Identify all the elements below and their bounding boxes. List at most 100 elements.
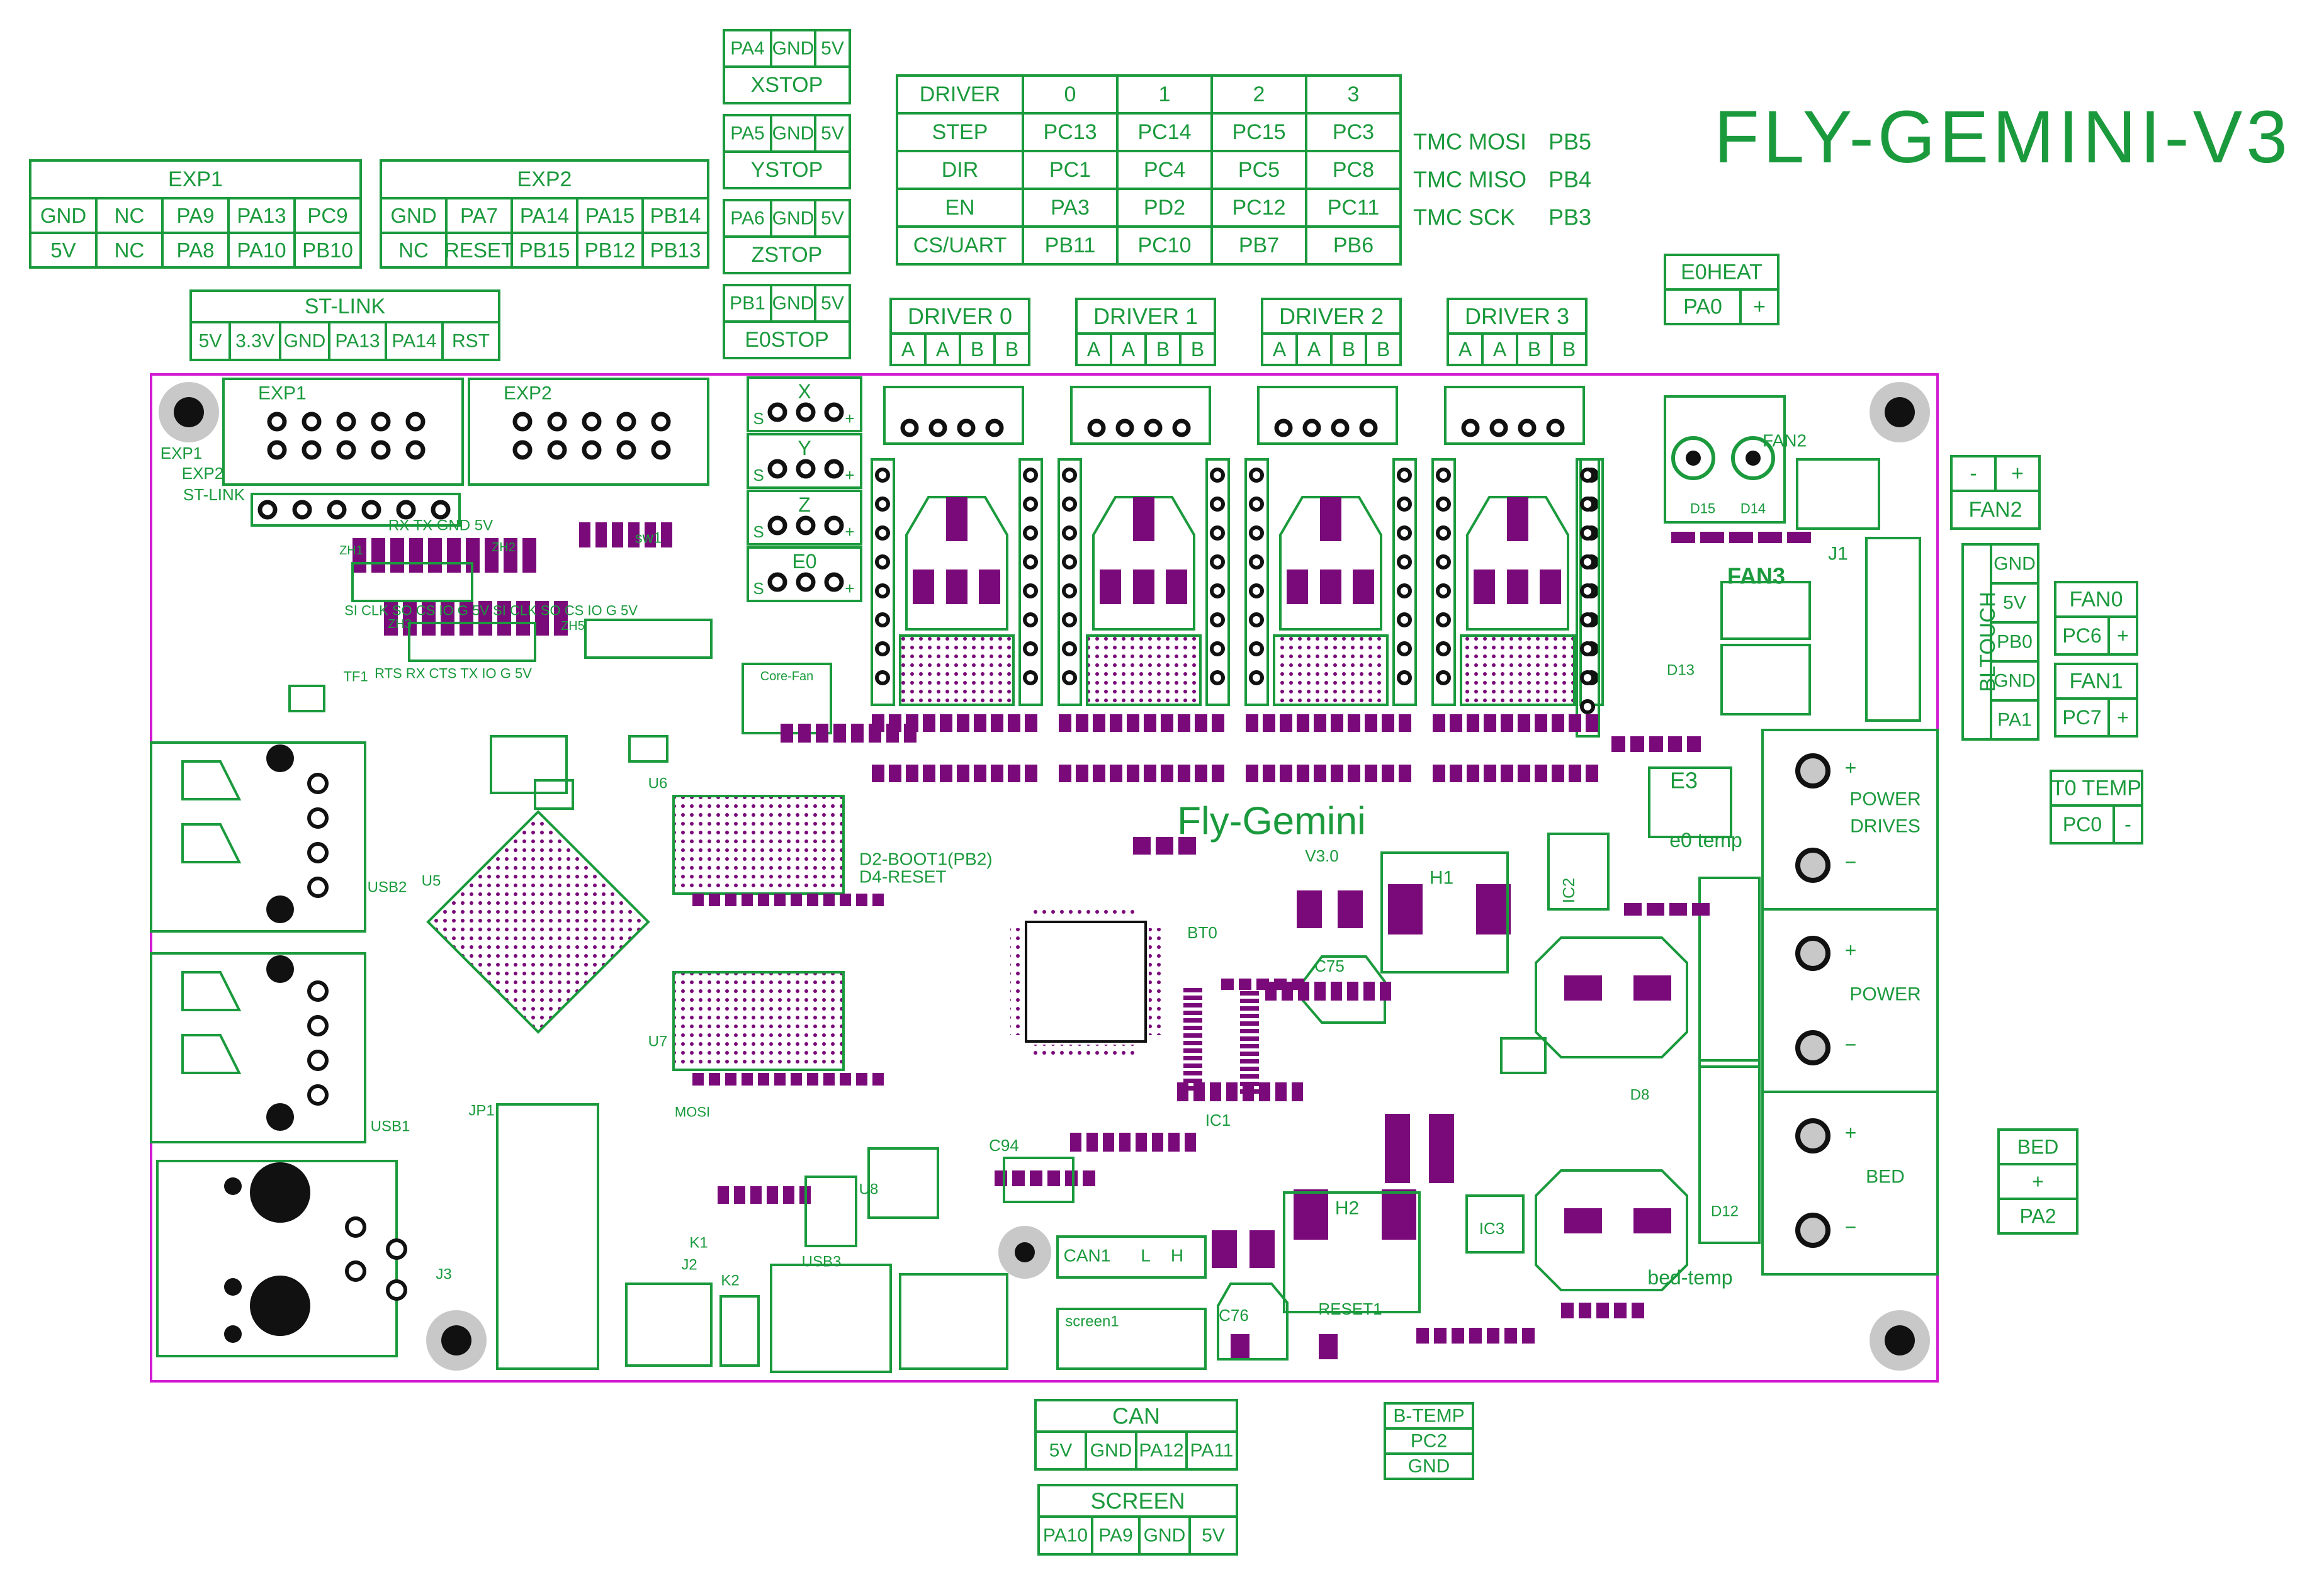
tmc-label: TMC MOSI (1413, 129, 1526, 155)
driver-box-title: DRIVER 3 (1465, 303, 1569, 329)
silk-plus: + (845, 522, 854, 541)
fan2-title-cell (1950, 490, 2041, 530)
silk-minus: − (1845, 1033, 1857, 1056)
driver-box-pin-cell (1365, 332, 1402, 366)
endstop-pin: GND (772, 293, 815, 314)
endstop-pin: GND (772, 208, 815, 229)
exp2-pin-cell (641, 232, 709, 269)
endstop-pin: GND (772, 123, 815, 144)
silk-board-can1-0: CAN1 (1064, 1246, 1111, 1266)
silk-plus: + (845, 579, 854, 598)
silk-board-d13: D13 (1667, 662, 1695, 679)
btemp-pin: GND (1408, 1456, 1450, 1477)
smd-outline (1003, 1157, 1075, 1203)
silk-minus: − (1845, 851, 1857, 873)
driver-table-cell: 1 (1159, 82, 1171, 106)
endstop-name: YSTOP (751, 158, 823, 182)
exp1-pin: PA10 (237, 239, 286, 262)
bltouch-pin: PA1 (1997, 710, 2031, 731)
bltouch-pin: GND (1994, 671, 2036, 692)
endstop-pin: 5V (821, 293, 844, 314)
smd-outline (288, 685, 325, 712)
screen-title: SCREEN (1090, 1488, 1185, 1514)
exp1-pin: 5V (50, 239, 76, 262)
silk-board-h2: H2 (1335, 1198, 1359, 1219)
silk-board-c75: C75 (1314, 957, 1345, 975)
silk-board-zh-0: ZH1 (339, 544, 363, 558)
driver-box-pin-cell (993, 332, 1030, 366)
driver-box-title: DRIVER 1 (1093, 303, 1198, 329)
driver-table-cell: 0 (1064, 82, 1076, 106)
silk-board-d12: D12 (1711, 1203, 1739, 1220)
e0heat-pin: PA0 (1683, 295, 1722, 319)
bed-pin: PA2 (2019, 1205, 2056, 1228)
heater-terminal (1648, 395, 1880, 838)
silk-board-power: POWER (1849, 984, 1921, 1005)
silk-board-zh-3: ZH5 (561, 619, 585, 633)
smd-outline (867, 1147, 939, 1219)
can-title: CAN (1112, 1403, 1160, 1429)
tmc-pin: PB5 (1548, 129, 1591, 155)
silk-board-uart_silk: RX TX GND 5V (388, 517, 493, 534)
silk-board-reset1: RESET1 (1318, 1299, 1382, 1318)
silk-board-bed_temp: bed-temp (1647, 1266, 1732, 1289)
silk-board-sw1: sw1 (635, 530, 662, 547)
t0temp-pin: PC0 (2063, 813, 2102, 836)
exp1-pin-cell (293, 232, 362, 269)
bed-pin: + (2032, 1170, 2044, 1193)
screen-pin-cell (1188, 1515, 1238, 1556)
t0temp-pin: - (2124, 813, 2131, 836)
bltouch-pin-cell (1990, 699, 2039, 741)
exp-header-pins (257, 412, 671, 520)
driver-table-cell: 2 (1253, 82, 1265, 106)
silk-board-e3: E3 (1670, 768, 1698, 794)
driver-table-cell: PC12 (1232, 196, 1285, 220)
screen-pin: GND (1144, 1525, 1186, 1546)
can-pin: GND (1090, 1440, 1132, 1461)
exp2-pin: PB13 (650, 239, 701, 262)
smd-outline (804, 1176, 857, 1247)
exp-headers (222, 378, 709, 527)
tmc-label: TMC SCK (1413, 205, 1515, 230)
silk-board-u7: U7 (648, 1033, 668, 1050)
exp1-pin: GND (40, 204, 86, 227)
endstop-silk: X (798, 380, 811, 403)
fan2-title: FAN2 (1968, 498, 2022, 522)
driver-table-cell: PC11 (1328, 196, 1380, 220)
driver-box-title: DRIVER 2 (1279, 303, 1384, 329)
stlink-pin: PA14 (392, 331, 436, 352)
silk-board-silk_side-2: ST-LINK (183, 485, 245, 504)
silk-board-usb3: USB3 (802, 1254, 842, 1271)
screen-pin: 5V (1202, 1525, 1225, 1546)
driver-table-cell: PC14 (1137, 120, 1191, 144)
fan0-title: FAN0 (2069, 588, 2123, 612)
driver-table-cell: DRIVER (920, 82, 1000, 106)
endstop-silk: E0 (792, 550, 816, 573)
driver-table-cell: CS/UART (913, 233, 1007, 257)
usb-pads (224, 744, 310, 1343)
main-mcu (1010, 906, 1161, 1057)
silk-board-can1-2: H (1171, 1246, 1183, 1266)
btemp-pin-cell (1384, 1452, 1474, 1480)
fan1-title: FAN1 (2069, 670, 2123, 693)
memory-chips (672, 795, 845, 1071)
driver-box-pin: A (1087, 338, 1101, 361)
silk-plus: + (1845, 939, 1857, 962)
driver-box-pin: A (1122, 338, 1136, 361)
silk-board-power_drives-1: DRIVES (1850, 816, 1921, 837)
driver-box-pin: A (1458, 338, 1472, 361)
silk-board-boot-0: D2-BOOT1(PB2) (859, 850, 993, 869)
e0heat-pin: + (1753, 295, 1766, 319)
exp1-pin: NC (115, 239, 145, 262)
can-pin: 5V (1049, 1440, 1073, 1461)
driver-table-cell: PA3 (1051, 196, 1090, 220)
driver-table-cell: PC8 (1333, 158, 1374, 182)
silk-board-ic3: IC3 (1479, 1219, 1504, 1238)
driver-box-pin-cell (1179, 332, 1216, 366)
silk-board-j1: J1 (1828, 544, 1848, 564)
driver-box-pin: A (1493, 338, 1507, 361)
silk-board-c94: C94 (989, 1136, 1019, 1155)
driver-table-cell: PB7 (1239, 233, 1279, 257)
silk-board-tf1: TF1 (343, 669, 368, 685)
silk-board-silk_exp1: EXP1 (258, 383, 307, 404)
